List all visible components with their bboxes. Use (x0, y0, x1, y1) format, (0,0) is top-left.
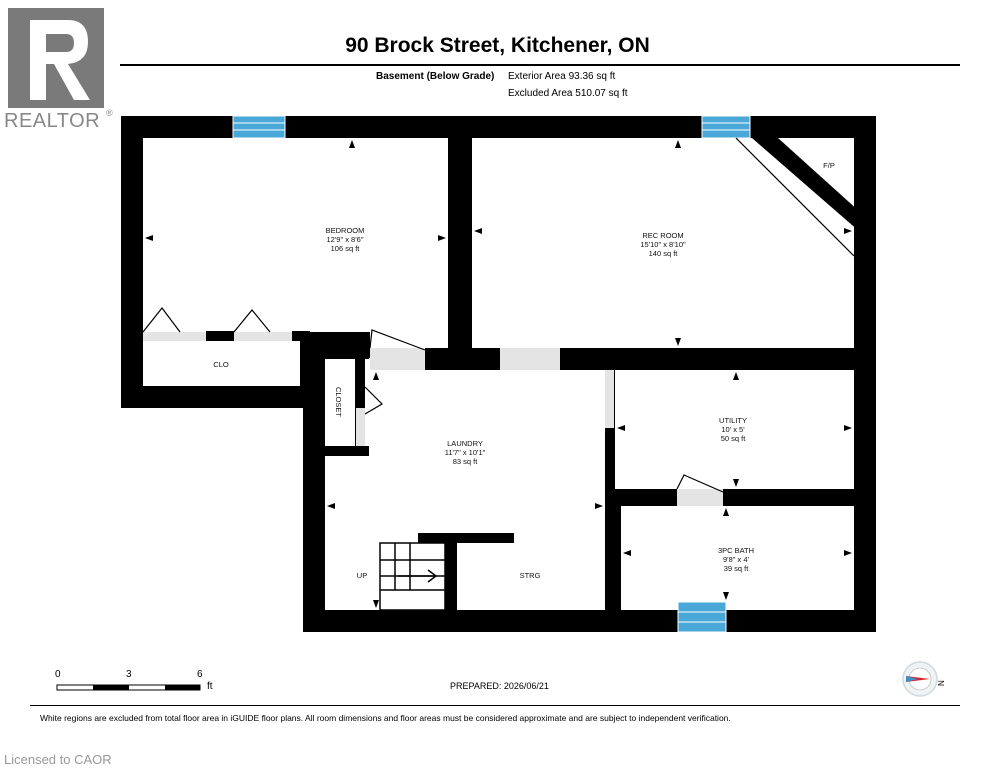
scale-label-3: 3 (126, 669, 132, 680)
title-divider (120, 64, 960, 66)
exterior-area-text: Exterior Area 93.36 sq ft (508, 71, 616, 82)
rec-room-area: 140 sq ft (649, 249, 679, 258)
closet-label: CLOSET (334, 387, 343, 417)
registered-mark: ® (106, 108, 113, 118)
window-bedroom (232, 115, 286, 139)
stairs-up-label: UP (357, 571, 367, 580)
excluded-area-text: Excluded Area 510.07 sq ft (508, 88, 628, 99)
realtor-r-icon (30, 20, 90, 100)
fireplace-label: F/P (823, 161, 835, 170)
scale-label-6: 6 (197, 669, 203, 680)
scale-unit: ft (207, 681, 213, 692)
door-swings (142, 137, 855, 493)
rec-room-dims: 15'10" x 8'10" (640, 240, 686, 249)
floor-level-label: Basement (Below Grade) (376, 71, 495, 82)
footer-divider (30, 705, 960, 706)
stairs (379, 542, 446, 611)
bedroom-area: 106 sq ft (331, 244, 361, 253)
compass-icon (902, 661, 938, 697)
bedroom-dims: 12'9" x 8'6" (327, 235, 364, 244)
rec-room-name: REC ROOM (642, 231, 683, 240)
bedroom-name: BEDROOM (326, 226, 365, 235)
page-title: 90 Brock Street, Kitchener, ON (345, 34, 650, 57)
door-openings (143, 332, 723, 506)
license-watermark: Licensed to CAOR (4, 752, 112, 767)
laundry-dims: 11'7" x 10'1" (445, 448, 486, 457)
disclaimer-text: White regions are excluded from total fl… (40, 713, 731, 723)
closet-clo-label: CLO (213, 360, 229, 369)
realtor-logo (8, 8, 104, 108)
compass-north-label: N (937, 680, 946, 686)
window-bath (677, 601, 727, 633)
realtor-logo-text: REALTOR (4, 110, 101, 132)
bath-area: 39 sq ft (724, 564, 750, 573)
storage-label: STRG (520, 571, 541, 580)
windows (232, 115, 751, 633)
laundry-name: LAUNDRY (447, 439, 483, 448)
walls (121, 116, 876, 632)
bath-dims: 9'8" x 4' (723, 555, 750, 564)
utility-name: UTILITY (719, 416, 747, 425)
laundry-area: 83 sq ft (453, 457, 479, 466)
window-rec-room (701, 115, 751, 139)
scale-label-0: 0 (55, 669, 61, 680)
utility-dims: 10' x 5' (721, 425, 745, 434)
bath-name: 3PC BATH (718, 546, 754, 555)
prepared-date: PREPARED: 2026/06/21 (450, 681, 549, 691)
scale-bar (56, 684, 201, 691)
dimension-arrows (145, 140, 852, 608)
utility-area: 50 sq ft (721, 434, 747, 443)
